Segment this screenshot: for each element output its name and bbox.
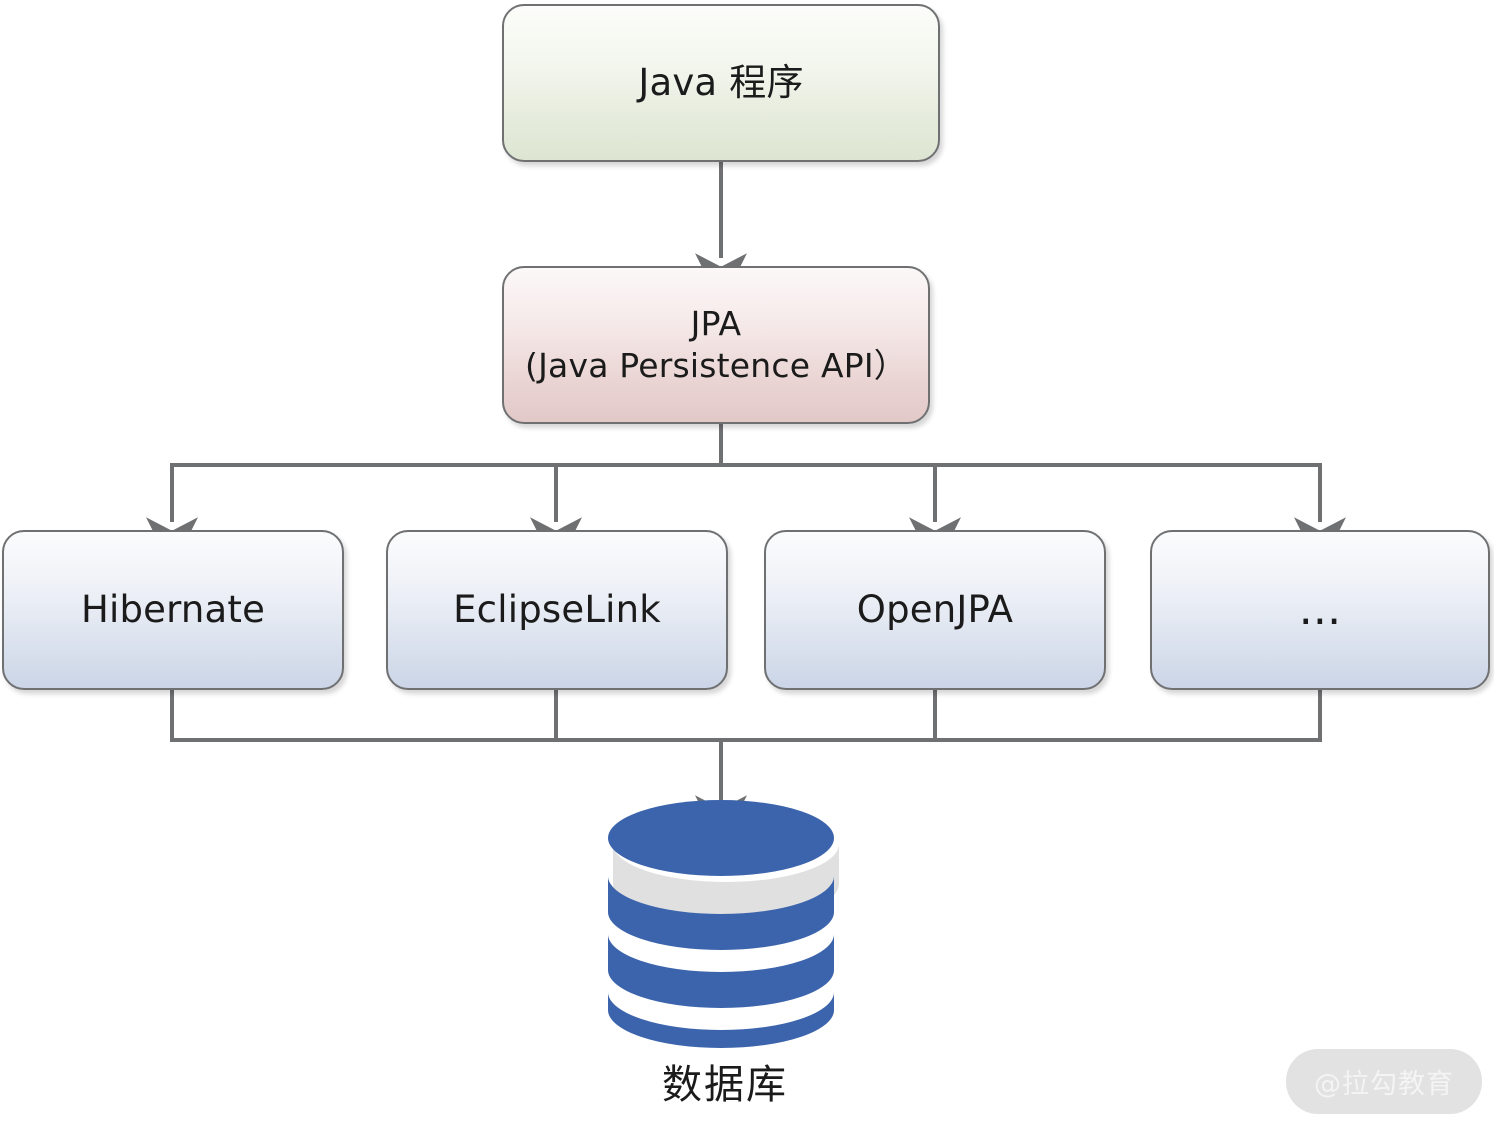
node-jpa[interactable]: JPA (Java Persistence API）: [502, 266, 930, 424]
node-provider-more[interactable]: ...: [1150, 530, 1490, 690]
node-provider-hibernate[interactable]: Hibernate: [2, 530, 344, 690]
node-jpa-label: JPA (Java Persistence API）: [525, 303, 907, 385]
node-provider-openjpa-label: OpenJPA: [856, 588, 1014, 632]
database-caption: 数据库: [662, 1062, 788, 1108]
node-provider-eclipselink-label: EclipseLink: [453, 588, 661, 632]
node-provider-hibernate-label: Hibernate: [80, 588, 266, 632]
node-java-program[interactable]: Java 程序: [502, 4, 940, 162]
database-cylinder-icon: [608, 800, 839, 1048]
node-java-program-label: Java 程序: [638, 61, 804, 105]
node-provider-openjpa[interactable]: OpenJPA: [764, 530, 1106, 690]
node-provider-more-label: ...: [1298, 583, 1342, 635]
node-provider-eclipselink[interactable]: EclipseLink: [386, 530, 728, 690]
watermark-badge: @拉勾教育: [1286, 1049, 1482, 1114]
